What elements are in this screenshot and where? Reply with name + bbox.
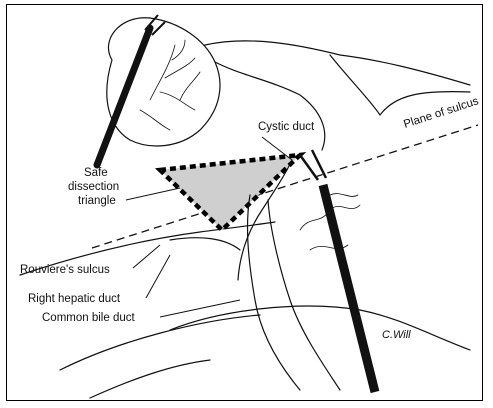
safe-dissection-triangle [160,155,300,230]
label-cystic-duct: Cystic duct [258,121,315,133]
label-safe-line3: triangle [78,195,116,207]
leader-safe-triangle [126,188,180,200]
gallbladder-outline [107,18,220,146]
plane-of-sulcus-line [92,125,478,248]
label-safe-line1: Safe [84,167,108,179]
leader-common-bile [160,300,240,317]
label-common-bile-duct: Common bile duct [42,312,135,324]
label-right-hepatic-duct: Right hepatic duct [28,293,121,305]
right-hepatic-duct-shape [170,238,240,250]
bottom-curve [90,360,210,398]
label-safe-line2: dissection [68,181,119,193]
leader-right-hepatic [146,255,170,298]
label-rouviere-sulcus: Rouviere's sulcus [20,264,110,276]
leader-rouviere [133,245,160,268]
liver-upper-edge [205,41,470,85]
liver-lobe-inner [215,62,325,150]
leader-cystic-duct [262,137,292,160]
right-grasper-shaft [323,185,375,392]
gallbladder-vessels [140,40,200,130]
artist-signature: C.Will [382,329,411,341]
label-plane-of-sulcus: Plane of sulcus [402,95,480,131]
right-grasper-jaws [300,150,326,180]
